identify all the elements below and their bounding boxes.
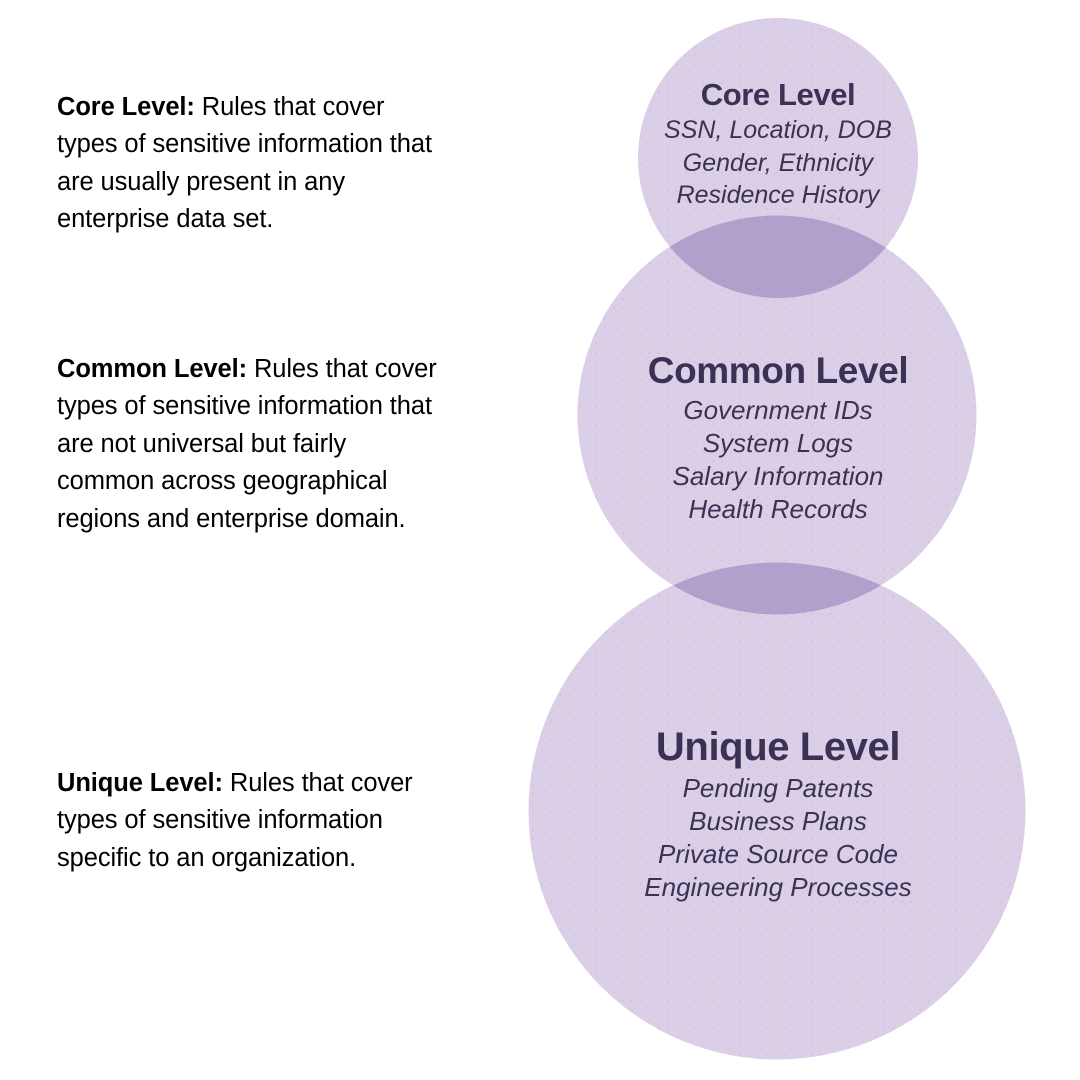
- description-unique: Unique Level: Rules that cover types of …: [57, 765, 449, 878]
- circle-common-item: System Logs: [702, 428, 854, 458]
- description-core-lead: Core Level:: [57, 92, 195, 121]
- circle-core-item: Gender, Ethnicity: [682, 148, 874, 177]
- circle-label-core: Core Level SSN, Location, DOB Gender, Et…: [518, 76, 1038, 212]
- description-common-lead: Common Level:: [57, 354, 247, 383]
- circle-common: [577, 215, 977, 615]
- circle-common-items: Government IDs System Logs Salary Inform…: [518, 394, 1038, 526]
- circle-core-item: SSN, Location, DOB: [664, 116, 892, 144]
- circle-common-item: Salary Information: [672, 461, 884, 491]
- circle-common-title: Common Level: [647, 350, 909, 391]
- description-core: Core Level: Rules that cover types of se…: [57, 89, 449, 239]
- circle-unique-item: Business Plans: [689, 806, 867, 836]
- circle-common-item: Health Records: [688, 494, 868, 524]
- circle-unique-item: Private Source Code: [658, 839, 898, 869]
- circle-unique-title: Unique Level: [655, 725, 901, 769]
- circle-unique-item: Engineering Processes: [644, 872, 912, 902]
- circle-unique-items: Pending Patents Business Plans Private S…: [518, 772, 1038, 904]
- circle-unique: [528, 562, 1026, 1060]
- description-unique-lead: Unique Level:: [57, 768, 223, 797]
- circle-common-item: Government IDs: [683, 395, 873, 425]
- circle-core-item: Residence History: [676, 181, 880, 209]
- circle-label-common: Common Level Government IDs System Logs …: [518, 348, 1038, 526]
- circle-core-title: Core Level: [700, 77, 856, 112]
- description-core-body: Rules that cover types of sensitive info…: [57, 92, 432, 234]
- descriptions-column: Core Level: Rules that cover types of se…: [57, 0, 457, 1080]
- circle-label-unique: Unique Level Pending Patents Business Pl…: [518, 722, 1038, 904]
- circle-unique-item: Pending Patents: [682, 773, 874, 803]
- description-common: Common Level: Rules that cover types of …: [57, 351, 449, 539]
- circle-core-items: SSN, Location, DOB Gender, Ethnicity Res…: [518, 114, 1038, 212]
- description-unique-body: Rules that cover types of sensitive info…: [57, 768, 413, 872]
- description-common-body: Rules that cover types of sensitive info…: [57, 354, 437, 533]
